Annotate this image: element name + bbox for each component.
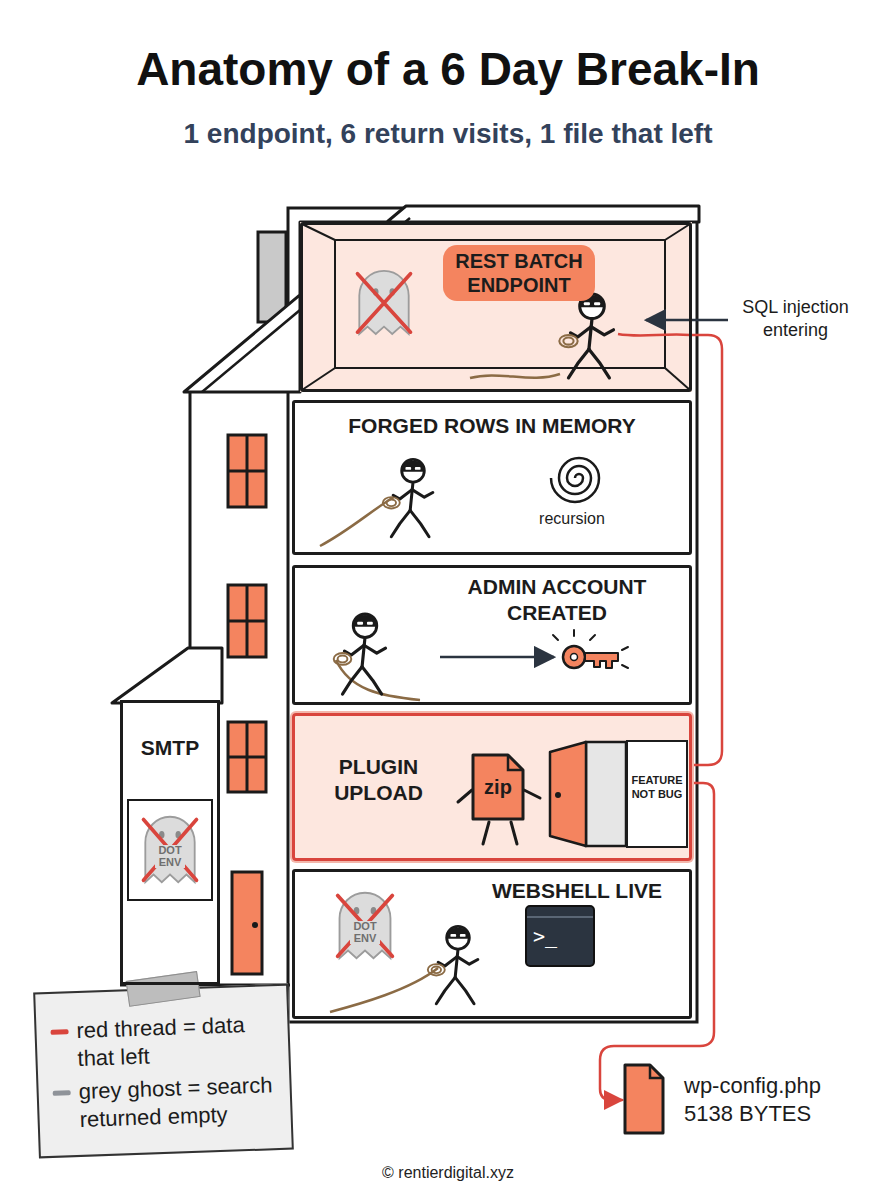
rope	[470, 374, 560, 378]
floor-label: PLUGIN UPLOAD	[321, 754, 436, 805]
door-knob	[555, 792, 561, 798]
red-thread-connector	[692, 335, 722, 765]
zip-file: zip	[470, 752, 526, 822]
rope	[336, 660, 420, 700]
open-door	[550, 742, 586, 846]
ghost-shape-part	[143, 820, 196, 881]
annex-room	[128, 800, 212, 900]
terminal-shape-part	[526, 906, 594, 966]
legend-note: red thread = data that leftgrey ghost = …	[33, 984, 294, 1159]
floor-label: ADMIN ACCOUNT CREATED	[442, 574, 672, 625]
tower-windows-part	[228, 722, 266, 792]
red-thread	[618, 334, 690, 336]
terminal-shape-part	[527, 916, 593, 918]
floor-room: ADMIN ACCOUNT CREATED	[292, 565, 692, 705]
attic-perspective-part	[302, 368, 335, 390]
ghost-shape-part	[338, 896, 393, 957]
subtitle: 1 endpoint, 6 return visits, 1 file that…	[0, 116, 896, 151]
floor-room: WEBSHELL LIVE DOT ENV >_	[292, 869, 692, 1019]
legend-swatch	[50, 1029, 68, 1035]
attic-perspective-part	[335, 240, 665, 368]
zip-legs-part	[524, 790, 540, 798]
key-icon-part	[585, 653, 618, 668]
house-wall	[288, 208, 697, 1022]
leader-arrow	[646, 319, 728, 322]
arrow	[440, 656, 554, 659]
file-icon-part	[625, 1065, 663, 1133]
burglar	[334, 614, 386, 694]
key-icon-part	[571, 654, 578, 661]
terminal-window: >_	[525, 905, 595, 967]
file-icon-part	[650, 1065, 663, 1078]
plugin-floor-fill	[292, 713, 692, 861]
attic-fill	[300, 222, 692, 392]
callout-label: SQL injection entering	[733, 296, 858, 341]
key-icon-part	[553, 630, 628, 668]
annex-fill	[120, 700, 220, 985]
zip-legs-part	[511, 822, 517, 844]
floor-room: FORGED ROWS IN MEMORY recursion	[292, 400, 692, 555]
highlighted-floor: PLUGIN UPLOAD zip FEATURE NOT BUG	[292, 713, 692, 861]
legend-row: red thread = data that left	[50, 1010, 277, 1073]
key-icon-part	[563, 646, 585, 668]
terminal-prompt: >_	[533, 925, 589, 947]
leaked-file: wp-config.php 5138 BYTES	[622, 1058, 872, 1142]
tower-windows-part	[228, 585, 266, 657]
attic-perspective-part	[665, 368, 690, 390]
legend-swatch	[53, 1090, 71, 1096]
legend-list: red thread = data that leftgrey ghost = …	[50, 1010, 279, 1134]
door-knob	[252, 922, 258, 928]
door-panel: FEATURE NOT BUG	[626, 740, 688, 848]
file-icon	[622, 1062, 666, 1136]
diagram-title: Anatomy of a 6 Day Break-In	[0, 42, 896, 97]
file-label: zip	[470, 776, 526, 799]
file-name: wp-config.php 5138 BYTES	[684, 1072, 859, 1127]
roof	[184, 206, 699, 392]
empty-search-ghost	[357, 271, 410, 334]
attic-perspective-part	[302, 224, 335, 240]
key-icon	[553, 630, 628, 668]
attic-perspective	[302, 224, 690, 390]
tower-windows-part	[228, 756, 266, 759]
legend-text: red thread = data that left	[76, 1010, 277, 1072]
door-frame	[586, 742, 626, 846]
tower-windows-part	[228, 435, 266, 507]
floor-label: WEBSHELL LIVE	[467, 878, 687, 904]
endpoint-label: REST BATCH ENDPOINT	[443, 245, 595, 301]
floor-label: FORGED ROWS IN MEMORY	[312, 413, 672, 439]
tower-door	[232, 872, 262, 974]
file-shape-part	[508, 755, 523, 770]
zip-legs-part	[483, 822, 489, 844]
ghost-label: DOT ENV	[155, 845, 185, 868]
recursion-spiral	[551, 458, 599, 502]
ghost-label: DOT ENV	[350, 921, 380, 944]
attic-perspective-part	[665, 224, 690, 240]
rope	[330, 968, 438, 1012]
annex-roof	[112, 648, 222, 703]
icon-caption: recursion	[522, 510, 622, 528]
zip-legs-part	[458, 790, 472, 802]
tower-windows-part	[228, 470, 266, 473]
watermark: © rentierdigital.xyz	[0, 1164, 896, 1182]
tower-windows-part	[228, 620, 266, 623]
legend-row: grey ghost = search returned empty	[52, 1071, 279, 1134]
door-note: FEATURE NOT BUG	[628, 774, 686, 802]
annex-room: SMTP DOT ENV	[120, 700, 220, 985]
tower-windows	[228, 435, 266, 792]
burglar	[383, 459, 433, 536]
ghost-shape-node: DOT ENV	[138, 812, 202, 886]
burglar	[428, 926, 478, 1003]
legend-text: grey ghost = search returned empty	[78, 1071, 279, 1133]
ghost-shape-node: DOT ENV	[332, 888, 398, 962]
floor-room: REST BATCH ENDPOINT	[300, 222, 692, 392]
annex-label: SMTP	[123, 735, 217, 761]
burglar	[559, 294, 613, 378]
